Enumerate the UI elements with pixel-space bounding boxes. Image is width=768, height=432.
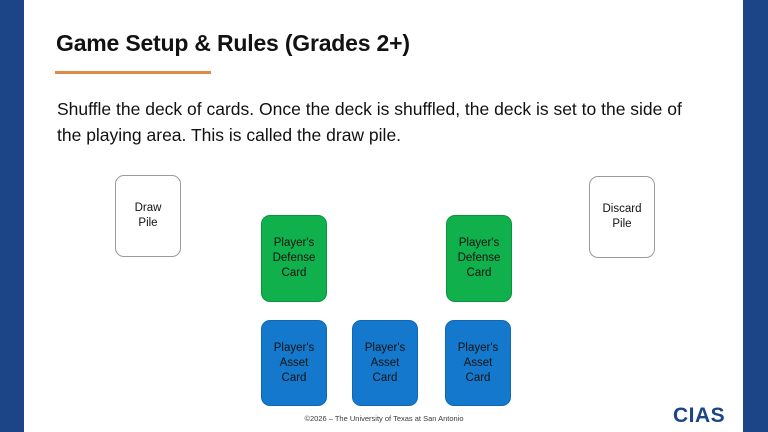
slide-body-text: Shuffle the deck of cards. Once the deck… — [57, 99, 682, 145]
card-draw-pile-label: Draw Pile — [134, 202, 162, 229]
right-accent-bar — [743, 0, 768, 432]
card-defense-left: Player's Defense Card — [261, 215, 327, 302]
card-discard-pile-label: Discard Pile — [602, 203, 642, 230]
card-defense-right-label: Player's Defense Card — [457, 237, 501, 279]
card-draw-pile: Draw Pile — [115, 175, 181, 257]
card-discard-pile: Discard Pile — [589, 176, 655, 258]
footer-copyright: ©2026 – The University of Texas at San A… — [304, 414, 464, 423]
title-underline-rule — [55, 71, 211, 74]
card-asset-two-label: Player's Asset Card — [364, 341, 406, 384]
card-asset-three: Player's Asset Card — [445, 320, 511, 406]
card-asset-one: Player's Asset Card — [261, 320, 327, 406]
page-title: Game Setup & Rules (Grades 2+) — [56, 30, 410, 56]
card-asset-three-label: Player's Asset Card — [457, 341, 499, 384]
card-defense-left-label: Player's Defense Card — [272, 237, 316, 279]
card-defense-right: Player's Defense Card — [446, 215, 512, 302]
card-asset-two: Player's Asset Card — [352, 320, 418, 406]
card-asset-one-label: Player's Asset Card — [273, 341, 315, 384]
left-accent-bar — [0, 0, 24, 432]
cias-logo: CIAS — [673, 404, 726, 427]
